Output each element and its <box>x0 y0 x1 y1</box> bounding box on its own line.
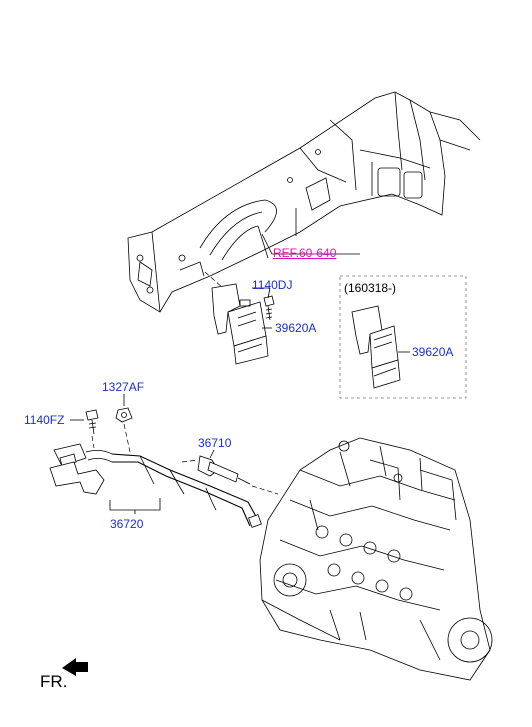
harness-dashed-line <box>181 459 199 463</box>
glow-control-unit-main <box>211 283 269 365</box>
label-1327af: 1327AF <box>102 380 145 394</box>
connector-bracket-drawing <box>49 443 113 495</box>
bracket-36720 <box>109 498 161 511</box>
mount-dashed-line <box>204 271 233 297</box>
arrow-icon <box>62 658 88 676</box>
variant-date-label: (160318-) <box>344 281 397 295</box>
leader-36710 <box>209 449 215 459</box>
label-1140dj: 1140DJ <box>252 278 293 292</box>
label-39620a-variant: 39620A <box>412 345 454 359</box>
nut-1327af-drawing <box>115 407 133 423</box>
label-1140fz: 1140FZ <box>24 413 65 427</box>
variant-box <box>339 275 467 399</box>
leader-1140dj <box>252 287 271 299</box>
ref-leader <box>261 233 360 255</box>
label-39620a-main: 39620A <box>275 321 317 335</box>
label-36710: 36710 <box>198 436 232 450</box>
ref-label: REF.60-640 <box>273 246 337 260</box>
bolt-1140dj-drawing <box>263 295 275 321</box>
engine-drawing <box>259 437 493 681</box>
glow-control-unit-variant <box>351 305 401 389</box>
bolt-dashed-line <box>91 435 95 449</box>
front-side-member-drawing <box>127 91 481 313</box>
nut-dashed-line <box>123 423 131 453</box>
label-36720: 36720 <box>110 517 144 531</box>
glow-plug-harness-drawing <box>111 453 262 528</box>
glow-plug-drawing <box>197 455 251 485</box>
plug-dashed-line <box>251 485 279 495</box>
bolt-1140fz-drawing <box>85 409 99 435</box>
front-label: FR. <box>40 672 68 691</box>
